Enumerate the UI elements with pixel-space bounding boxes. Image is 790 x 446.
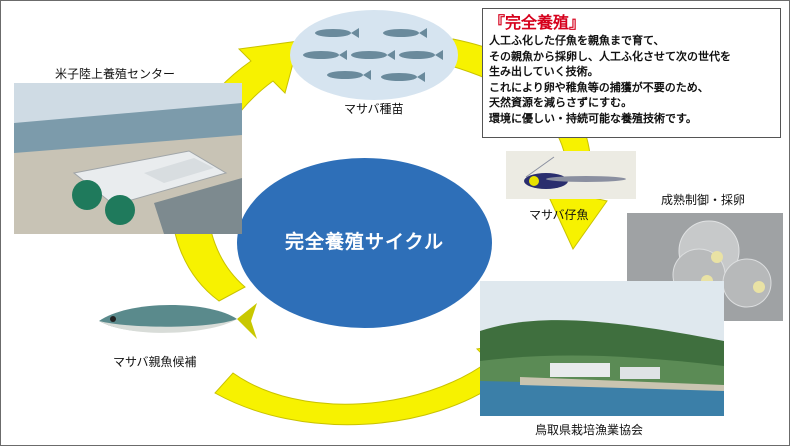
juvenile-fish-photo <box>289 9 459 101</box>
land-center-photo <box>14 83 242 234</box>
info-line: その親魚から採卵し、人工ふ化させて次の世代を <box>489 49 774 65</box>
larva-photo <box>506 151 636 199</box>
broodstock-label: マサバ親魚候補 <box>113 353 197 370</box>
association-photo <box>480 281 724 416</box>
info-title: 『完全養殖』 <box>489 13 774 33</box>
cycle-title: 完全養殖サイクル <box>237 227 492 254</box>
info-line: 天然資源を減らさずにすむ。 <box>489 95 774 111</box>
association-label: 鳥取県栽培漁業協会 <box>535 421 643 438</box>
land-center-label: 米子陸上養殖センター <box>55 65 175 82</box>
larva-label: マサバ仔魚 <box>529 206 589 223</box>
info-line: 人工ふ化した仔魚を親魚まで育て、 <box>489 33 774 49</box>
info-box: 『完全養殖』 人工ふ化した仔魚を親魚まで育て、 その親魚から採卵し、人工ふ化させ… <box>482 8 781 138</box>
info-line: これにより卵や稚魚等の捕獲が不要のため、 <box>489 80 774 96</box>
juvenile-label: マサバ種苗 <box>344 100 404 117</box>
maturation-label: 成熟制御・採卵 <box>661 191 745 208</box>
info-line: 環境に優しい・持続可能な養殖技術です。 <box>489 111 774 127</box>
info-line: 生み出していく技術。 <box>489 64 774 80</box>
broodstock-fish-photo <box>91 293 261 349</box>
